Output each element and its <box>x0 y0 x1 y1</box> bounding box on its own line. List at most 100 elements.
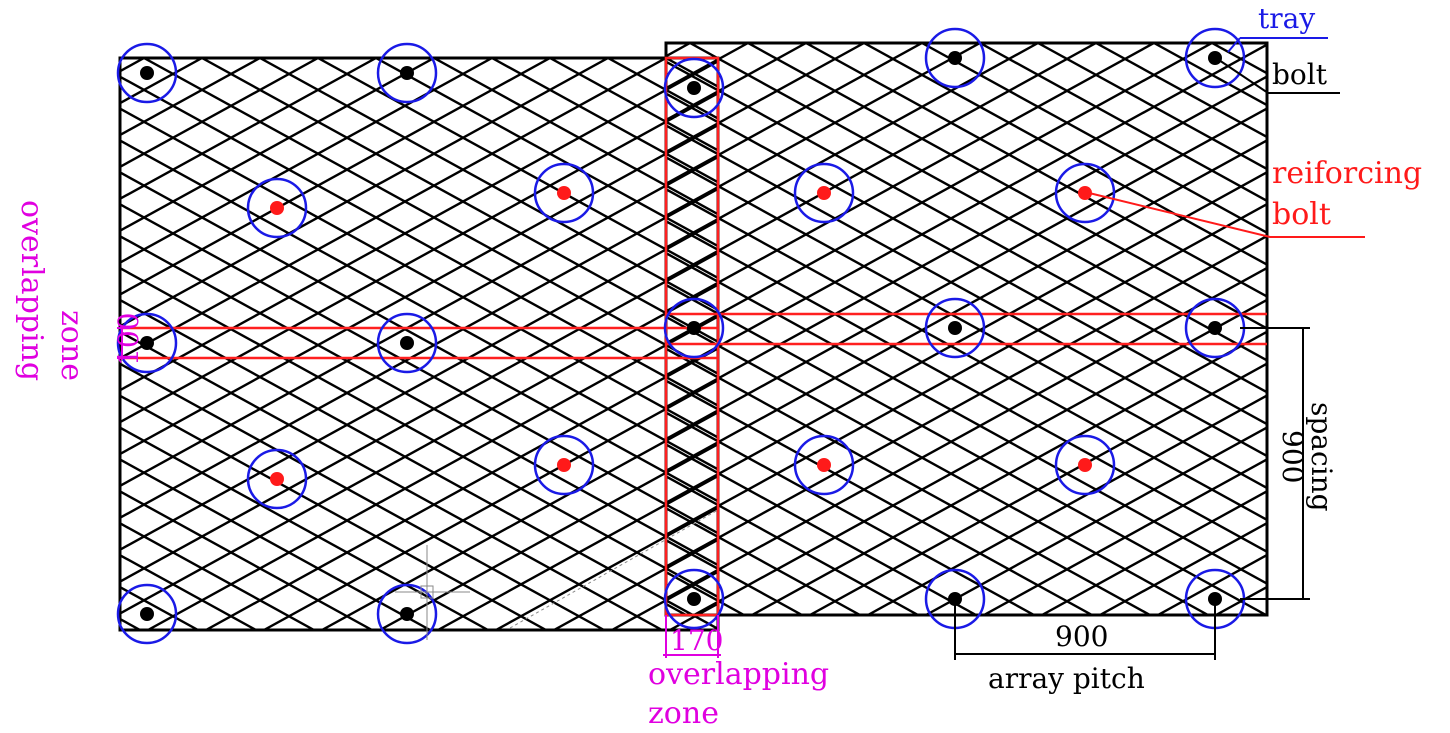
mesh-wire <box>751 330 1267 615</box>
bolt-icon <box>140 336 154 350</box>
mesh-wire <box>1420 58 1450 630</box>
reinforcing-bolt-label-line1: reiforcing <box>1272 156 1422 191</box>
mesh-wire <box>666 475 919 615</box>
tray-label: tray <box>1258 2 1315 35</box>
mesh-wire <box>120 219 718 552</box>
left-overlap-label-line1: overlapping <box>14 200 49 381</box>
bolt-icon <box>687 592 701 606</box>
reinforcing-bolt-icon <box>817 458 831 472</box>
reinforcing-bolt-icon <box>1078 458 1092 472</box>
bolt-icon <box>1208 51 1222 65</box>
pitch-dim-text: 900 <box>1055 620 1108 653</box>
mesh-wire <box>666 43 1155 313</box>
reinforcing-bolt-icon <box>270 472 284 486</box>
mesh-wire <box>666 506 861 615</box>
bolt-ring <box>924 297 986 359</box>
bolt-ring <box>663 297 725 359</box>
mesh-wire <box>666 202 1267 537</box>
bolt-ring <box>116 583 178 645</box>
mesh-wire <box>666 266 1267 600</box>
mesh-wire <box>666 156 1267 490</box>
mesh-wire <box>120 298 718 630</box>
mesh-wire <box>983 457 1267 615</box>
mesh-wire <box>120 234 718 567</box>
mesh-wire <box>120 58 319 169</box>
left-overlap-dim-text: 100 <box>112 313 145 366</box>
mesh-wire <box>120 490 373 630</box>
bolt-ring <box>116 312 178 374</box>
mesh-wire <box>120 58 435 233</box>
mesh-wire <box>666 138 1267 473</box>
mesh-wire <box>809 362 1267 615</box>
reinforcing-bolt-icon <box>270 201 284 215</box>
mesh-wire <box>1386 43 1450 615</box>
mesh-wire <box>120 59 718 392</box>
mesh-wire <box>666 75 1267 409</box>
mesh-wire <box>666 43 1039 249</box>
reinforcing-bolt-icon <box>817 186 831 200</box>
mesh-wire <box>1444 43 1450 615</box>
reinforcing-bolt-ring <box>246 177 308 239</box>
mesh-wire <box>666 251 1267 586</box>
mesh-wire <box>666 43 981 218</box>
bolt-ring <box>376 42 438 104</box>
bottom-overlap-label-line2: zone <box>648 696 719 731</box>
mesh-wire <box>1041 489 1267 615</box>
mesh-wire <box>1390 43 1450 615</box>
bolt-ring <box>116 42 178 104</box>
mesh-wire <box>666 443 977 615</box>
spacing-text: spacing <box>1305 402 1338 512</box>
mesh-wire <box>1332 43 1450 615</box>
reinforcing-bolt-label-line2: bolt <box>1272 197 1331 232</box>
mesh-wire <box>120 283 718 615</box>
bolt-icon <box>948 321 962 335</box>
mesh-wire <box>666 219 1267 554</box>
left-overlap-dimension <box>117 326 130 360</box>
reinforcing-bolt-ring <box>793 434 855 496</box>
bottom-overlap-dim-text: 170 <box>670 624 723 657</box>
bolt-ring <box>924 27 986 89</box>
bolt-icon <box>687 321 701 335</box>
mesh-wire <box>120 266 718 599</box>
bottom-overlap-dimension <box>663 615 721 658</box>
bolt-icon <box>1208 321 1222 335</box>
mesh-wire <box>263 378 718 630</box>
mesh-wire <box>666 283 1267 615</box>
overlap-zones <box>120 56 1267 617</box>
mesh-wire <box>925 426 1267 615</box>
mesh-wire <box>1366 58 1450 630</box>
reinforcing-bolt-ring <box>533 434 595 496</box>
mesh-wire <box>666 43 865 154</box>
mesh-wire <box>666 43 923 186</box>
mesh-wire <box>120 58 609 328</box>
reinforcing-bolt-icon <box>557 458 571 472</box>
mesh-wire <box>120 458 431 630</box>
bolt-ring <box>376 312 438 374</box>
bolt-icon <box>400 336 414 350</box>
bolt-label: bolt <box>1272 58 1328 91</box>
bolt-icon <box>140 607 154 621</box>
bolt-leader <box>1215 57 1340 94</box>
reinforcing-bolt-icon <box>557 186 571 200</box>
mesh-wire <box>1246 58 1450 630</box>
mesh-wire <box>437 474 718 630</box>
mesh-wire <box>120 58 493 264</box>
mesh-wire <box>120 91 718 424</box>
mesh-wire <box>120 426 489 630</box>
bolt-ring <box>376 583 438 645</box>
mesh-wire <box>495 506 718 630</box>
bolt-icon <box>400 66 414 80</box>
spacing-dim-text: 900 <box>1276 430 1309 483</box>
mesh-wire <box>120 362 605 630</box>
mesh-wire <box>1328 43 1450 615</box>
reinforcing-bolt-ring <box>246 448 308 510</box>
reinforcing-bolt-ring <box>793 162 855 224</box>
bolt-icon <box>140 66 154 80</box>
bolt-icon <box>948 51 962 65</box>
pitch-dimension <box>954 599 1216 660</box>
bolt-icon <box>687 81 701 95</box>
mesh-wire <box>666 43 1097 281</box>
array-pitch-text: array pitch <box>988 662 1145 695</box>
mesh-wire <box>666 107 1267 441</box>
tray-leader-diag <box>1227 37 1241 53</box>
